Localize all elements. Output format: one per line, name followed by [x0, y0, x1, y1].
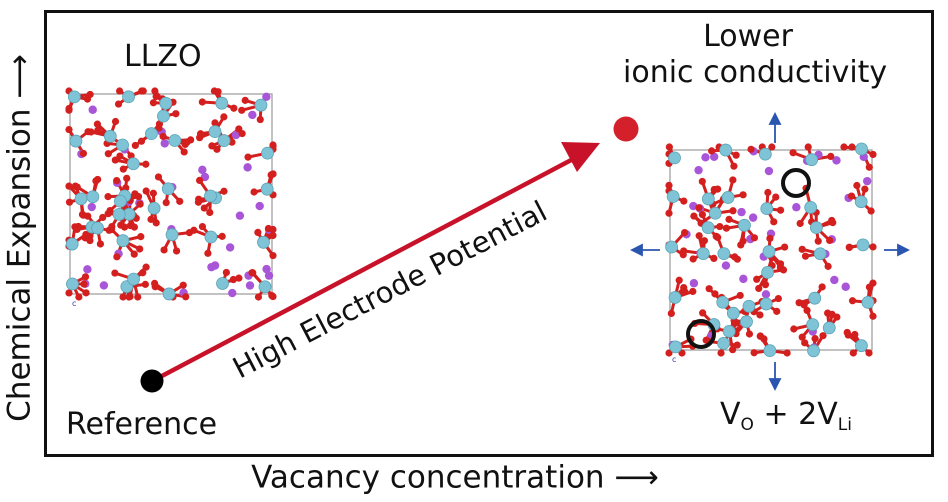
reference-label: Reference — [66, 407, 218, 442]
defective-crystal-structure: bc — [665, 142, 877, 364]
atom-group — [665, 142, 877, 358]
diagram-frame — [44, 10, 934, 457]
reference-point — [140, 369, 164, 393]
potential-arrow-shaft — [158, 156, 577, 379]
lattice-axis-c-label: c — [672, 355, 676, 364]
llzo-label: LLZO — [124, 39, 202, 74]
result-point — [613, 116, 639, 142]
atom-group — [65, 87, 277, 301]
result-label-line2: ionic conductivity — [623, 55, 888, 90]
result-label-line1: Lower — [703, 19, 793, 54]
llzo-crystal-structure: bc — [65, 87, 277, 308]
vacancy-label: VO + 2VLi — [720, 397, 852, 435]
x-axis-arrow-icon: ⟶ — [614, 459, 659, 496]
lattice-axis-c-label: c — [72, 299, 76, 308]
potential-arrow-head — [561, 142, 600, 172]
x-axis-label: Vacancy concentration ⟶ — [251, 459, 659, 496]
